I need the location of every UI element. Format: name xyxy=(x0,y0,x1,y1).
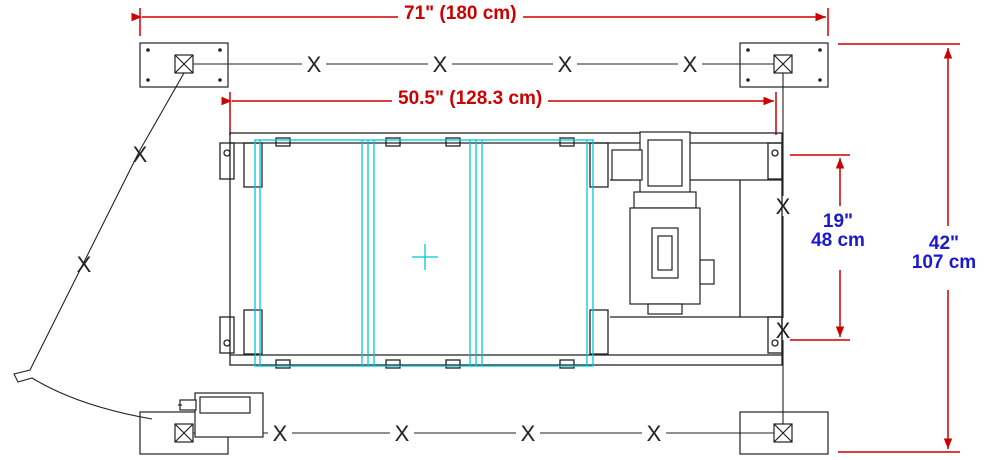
base-pad-top-right xyxy=(739,42,829,88)
frame-width-dimension-line xyxy=(790,154,850,341)
x-marker: X xyxy=(647,421,662,446)
x-marker: X xyxy=(683,52,698,77)
frame-width-label: 19" 48 cm xyxy=(806,212,870,250)
gear-motor xyxy=(611,131,715,315)
control-box xyxy=(178,392,264,438)
conveyor-length-label: 50.5" (128.3 cm) xyxy=(392,89,549,108)
frame-width-cm: 48 cm xyxy=(811,230,865,251)
overall-depth-inches: 42" xyxy=(928,233,960,254)
x-marker: X xyxy=(521,421,536,446)
x-marker: X xyxy=(77,252,92,277)
path-x-markers: X X X X X X X X X X X X xyxy=(77,52,791,446)
x-marker: X xyxy=(133,142,148,167)
overall-width-label: 71" (180 cm) xyxy=(398,4,523,23)
x-marker: X xyxy=(433,52,448,77)
x-marker: X xyxy=(776,318,791,343)
conveyor-belt xyxy=(254,139,594,367)
overall-depth-label: 42" 107 cm xyxy=(902,234,986,272)
x-marker: X xyxy=(273,421,288,446)
x-marker: X xyxy=(776,194,791,219)
overall-depth-dimension-line xyxy=(838,43,960,453)
x-marker: X xyxy=(395,421,410,446)
overall-depth-cm: 107 cm xyxy=(911,252,977,273)
conveyor-frame xyxy=(219,132,783,369)
x-marker: X xyxy=(558,52,573,77)
frame-width-inches: 19" xyxy=(822,211,854,232)
x-marker: X xyxy=(307,52,322,77)
base-pad-top-left xyxy=(139,42,229,88)
left-curved-path-line xyxy=(13,72,185,420)
